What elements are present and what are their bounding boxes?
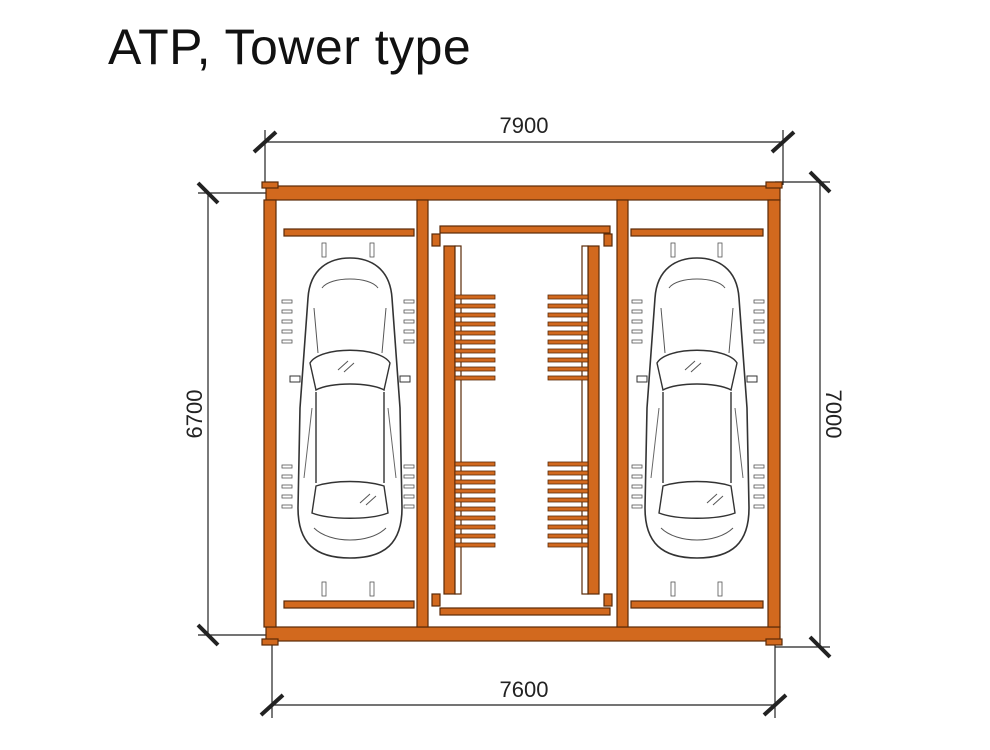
dimension-top: [252, 130, 796, 185]
dimension-bottom-label: 7600: [500, 677, 549, 702]
car-left-icon: [289, 257, 411, 559]
dimension-left: [196, 181, 268, 647]
dimension-top-label: 7900: [500, 113, 549, 138]
lift-comb-teeth: [454, 294, 589, 548]
car-right-icon: [636, 257, 758, 559]
dimension-left-label: 6700: [182, 390, 207, 439]
dimension-bottom: [259, 645, 788, 718]
pallet-stubs: [321, 242, 723, 597]
page-title: ATP, Tower type: [108, 19, 472, 75]
dimension-right: [775, 170, 832, 659]
dimension-right-label: 7000: [821, 390, 846, 439]
steel-frame: [261, 181, 783, 646]
